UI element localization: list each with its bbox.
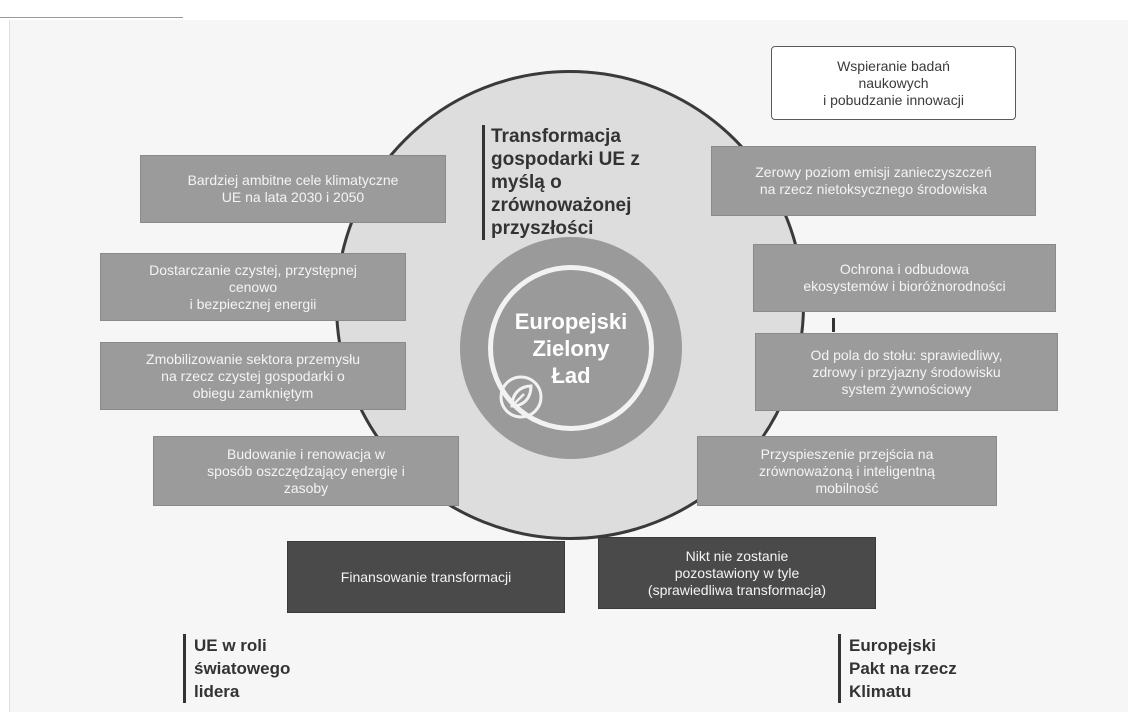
right-box-ecosystems: Ochrona i odbudowa ekosystemów i bioróżn… [753, 244, 1056, 312]
left-box-clean-energy: Dostarczanie czystej, przystępnej cenowo… [100, 253, 406, 321]
label-global-leader: UE w roli światowego lidera [183, 634, 290, 703]
left-box-climate-targets: Bardziej ambitne cele klimatyczne UE na … [140, 155, 446, 223]
scan-artifact-line [0, 17, 183, 18]
bottom-box-just-transition: Nikt nie zostanie pozostawiony w tyle (s… [598, 537, 876, 609]
label-climate-pact: Europejski Pakt na rzecz Klimatu [838, 634, 957, 703]
right-box-mobility: Przyspieszenie przejścia na zrównoważoną… [697, 436, 997, 506]
right-box-farm-to-fork: Od pola do stołu: sprawiedliwy, zdrowy i… [755, 333, 1058, 411]
center-title: Europejski Zielony Ład [514, 309, 628, 388]
diagram-title: Transformacja gospodarki UE z myślą o zr… [482, 125, 691, 240]
right-box-zero-pollution: Zerowy poziom emisji zanieczyszczeń na r… [711, 146, 1036, 216]
research-innovation-box: Wspieranie badań naukowych i pobudzanie … [771, 46, 1016, 120]
bottom-box-financing: Finansowanie transformacji [287, 541, 565, 613]
left-box-industry: Zmobilizowanie sektora przemysłu na rzec… [100, 342, 406, 410]
leaf-icon [499, 375, 543, 419]
left-box-renovation: Budowanie i renowacja w sposób oszczędza… [153, 436, 459, 506]
connector-right-1 [832, 318, 835, 332]
